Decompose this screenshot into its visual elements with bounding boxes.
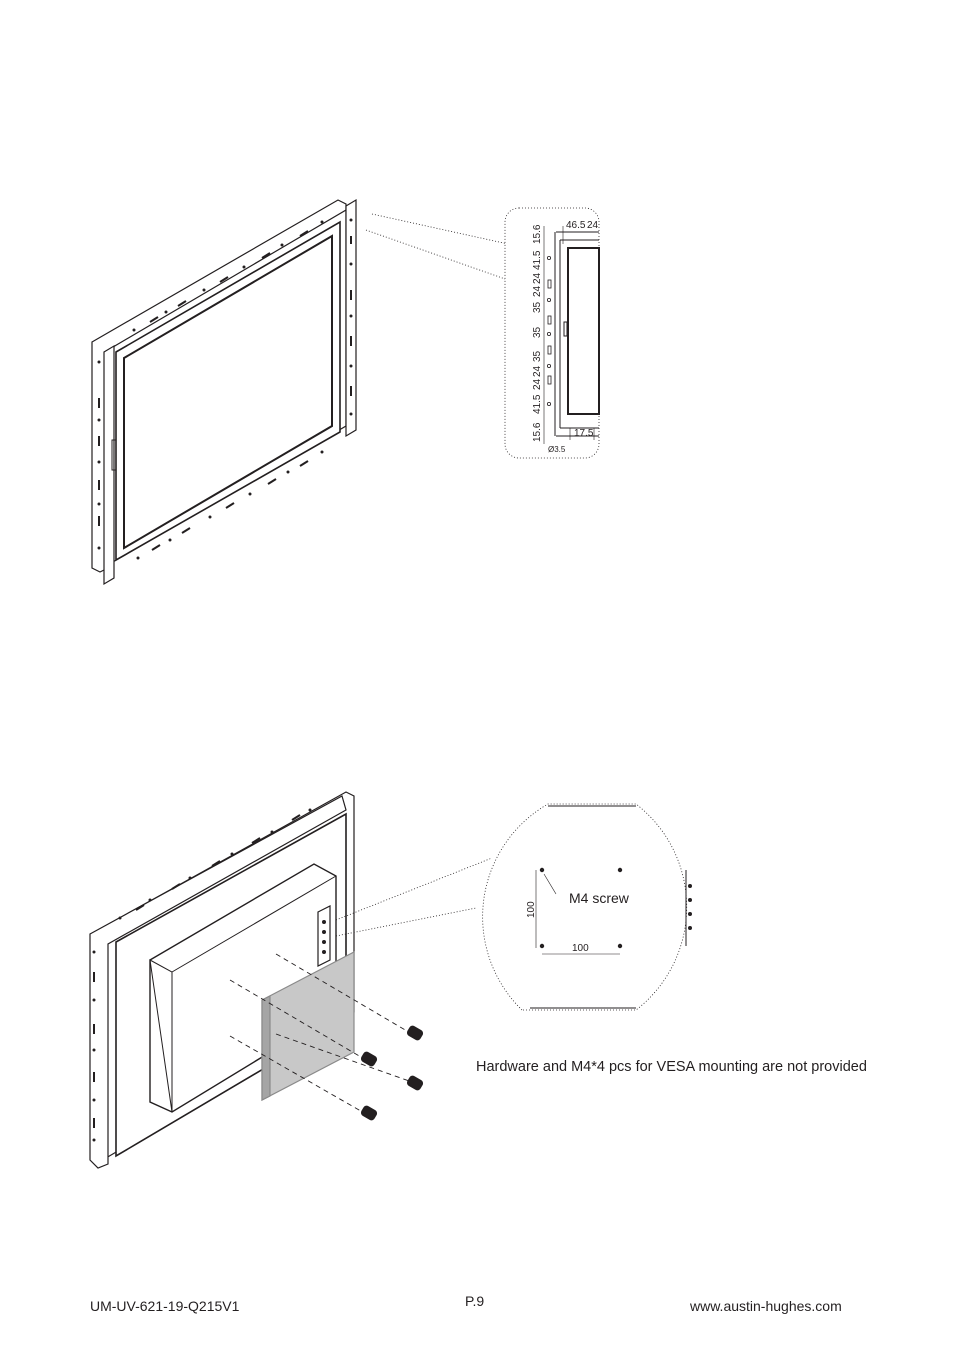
dim-top-35a: 35 [532, 301, 543, 313]
footer-website: www.austin-hughes.com [690, 1298, 842, 1314]
dim-top-15-6b: 15.6 [532, 422, 543, 442]
dim-top-41-5b: 41.5 [532, 394, 543, 414]
dim-top-46-5: 46.5 [566, 220, 586, 231]
open-frame-monitor-drawing [91, 198, 509, 586]
footer-doc-id: UM-UV-621-19-Q215V1 [90, 1298, 240, 1314]
dim-top-15-6: 15.6 [532, 224, 543, 244]
dim-top-41-5: 41.5 [532, 250, 543, 270]
dim-top-35c: 35 [532, 350, 543, 362]
dim-top-24c: 24 [532, 365, 543, 377]
vesa-caption: Hardware and M4*4 pcs for VESA mounting … [476, 1059, 867, 1075]
dim-top-24a: 24 [532, 272, 543, 284]
dim-bottom-17-5: 17.5 [574, 428, 594, 439]
footer-page-number: P.9 [465, 1293, 485, 1309]
dim-hole-diameter: Ø3.5 [548, 445, 566, 454]
vesa-dim-horizontal: 100 [572, 943, 589, 954]
dim-top-24-h: 24 [587, 220, 599, 231]
vesa-hole-detail: 100 100 [482, 803, 692, 1011]
dim-top-24b: 24 [532, 285, 543, 297]
dim-top-24d: 24 [532, 378, 543, 390]
frame-hole-detail: 15.6 41.5 24 24 35 35 35 24 24 41.5 15.6… [504, 207, 600, 459]
vesa-mount-drawing [89, 791, 493, 1169]
vesa-dim-vertical: 100 [526, 901, 537, 918]
dim-top-35b: 35 [532, 326, 543, 338]
m4-screw-label: M4 screw [569, 890, 629, 906]
